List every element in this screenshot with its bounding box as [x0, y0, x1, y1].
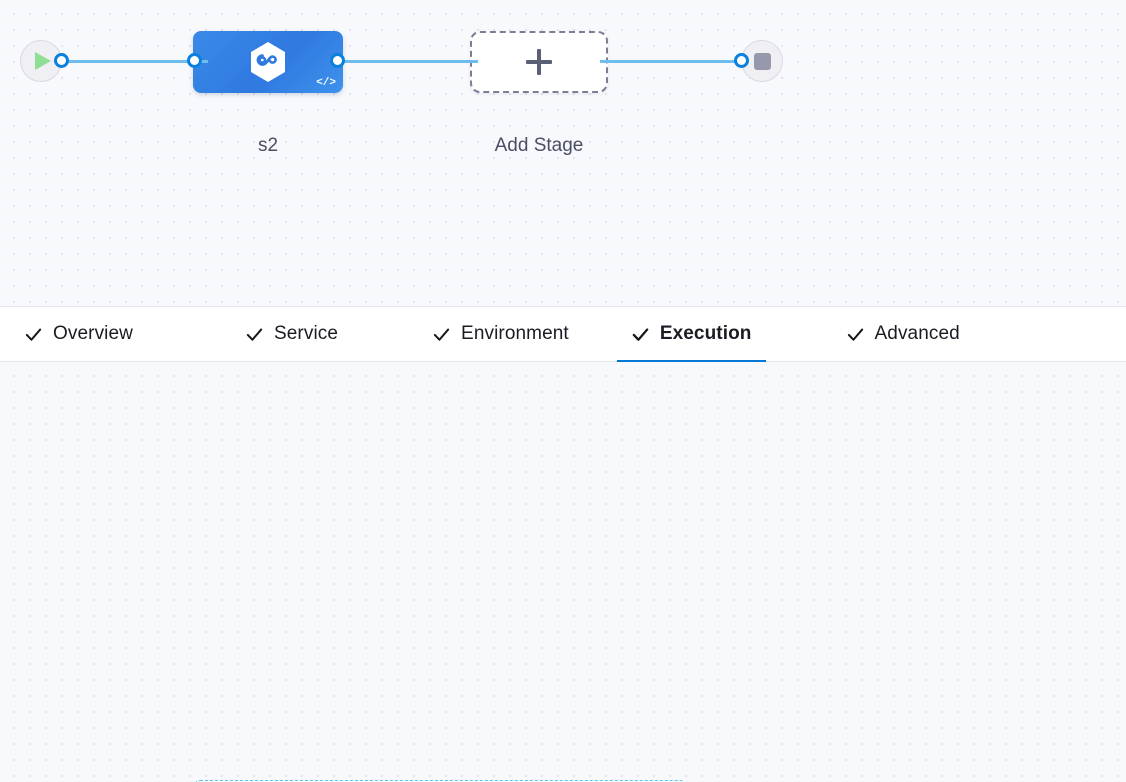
tab-service[interactable]: Service	[239, 307, 344, 362]
tab-advanced-label: Advanced	[874, 323, 960, 344]
add-stage-label: Add Stage	[494, 135, 584, 156]
tab-environment-label: Environment	[461, 323, 569, 344]
check-icon	[632, 327, 649, 341]
tab-execution-label: Execution	[659, 323, 752, 344]
connector-addstage-to-end	[600, 60, 748, 63]
tab-service-label: Service	[273, 323, 339, 344]
tab-overview-label: Overview	[53, 323, 133, 344]
plus-icon	[526, 49, 552, 75]
stop-icon	[753, 52, 771, 70]
harness-cd-hexagon-icon	[251, 42, 285, 82]
start-node-circle	[20, 40, 62, 82]
check-icon	[847, 328, 863, 341]
stage-node-input-port[interactable]	[187, 53, 202, 68]
tab-advanced[interactable]: Advanced	[840, 307, 966, 362]
stage-node-s2[interactable]: </>	[193, 31, 343, 93]
connector-start-to-stage	[62, 60, 208, 63]
add-stage-button[interactable]	[470, 31, 608, 93]
check-icon	[246, 328, 263, 341]
connector-stage-to-addstage	[334, 60, 478, 63]
stage-config-tabs[interactable]: Overview Service Environment Execution A…	[0, 306, 1126, 363]
stage-canvas[interactable]: </> s2 Add Stage	[0, 0, 1126, 306]
start-node[interactable]	[20, 40, 69, 82]
tab-overview[interactable]: Overview	[18, 307, 139, 362]
play-icon	[35, 52, 51, 70]
start-node-port[interactable]	[54, 53, 69, 68]
check-icon	[433, 328, 450, 341]
tab-execution[interactable]: Execution	[616, 307, 766, 363]
check-icon	[25, 328, 42, 341]
stage-node-label: s2	[257, 135, 279, 156]
end-node-port[interactable]	[734, 53, 749, 68]
execution-canvas[interactable]: stepGroup1	[0, 362, 1126, 782]
code-badge-icon: </>	[316, 77, 336, 89]
stage-node-output-port[interactable]	[330, 53, 345, 68]
end-node[interactable]	[734, 40, 783, 82]
tab-environment[interactable]: Environment	[426, 307, 575, 362]
